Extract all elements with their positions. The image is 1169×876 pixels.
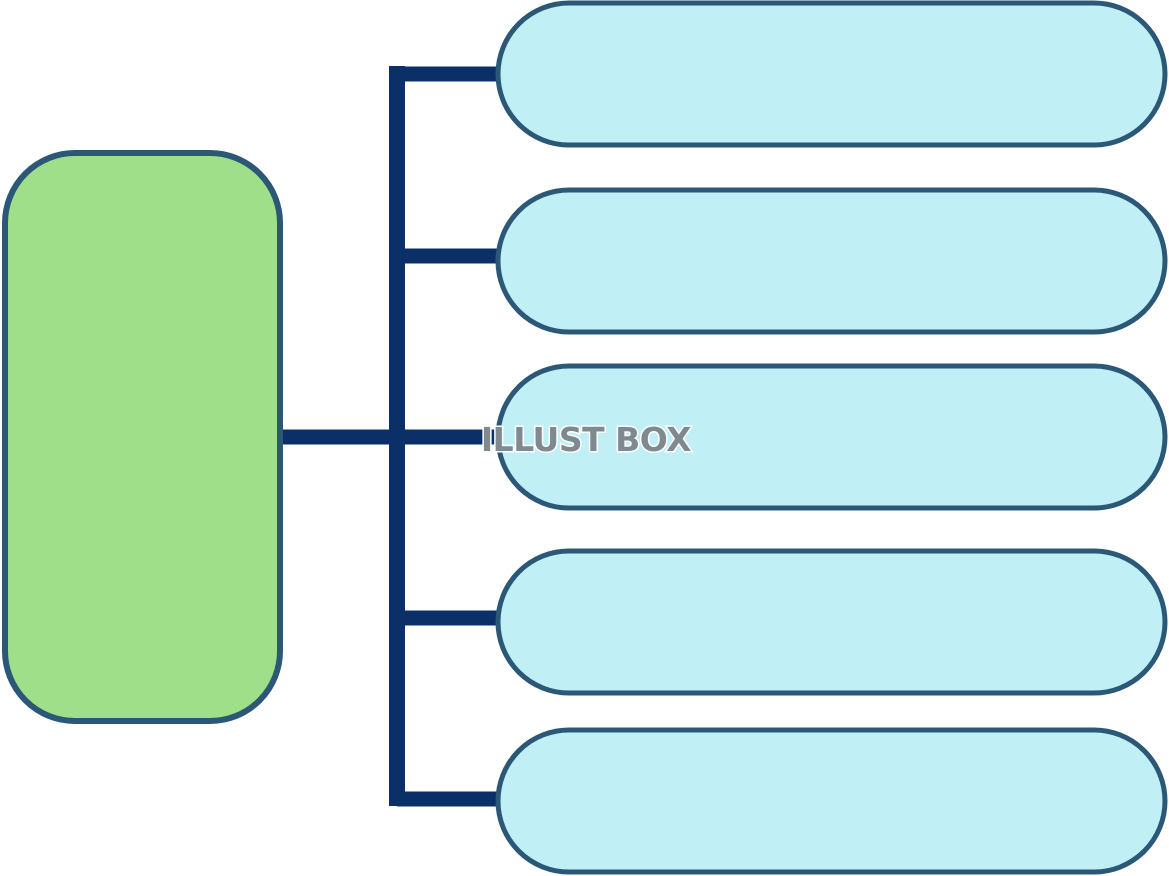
root-node-box [2, 150, 283, 724]
branch-node-box [495, 548, 1168, 696]
branch-node-box [495, 0, 1168, 148]
branch-nodes [495, 0, 1168, 875]
branch-node-4 [495, 548, 1168, 696]
watermark: ILLUST BOX [481, 420, 691, 459]
branch-node-3 [495, 363, 1168, 511]
branch-node-2 [495, 187, 1168, 335]
branch-node-box [495, 363, 1168, 511]
branch-node-box [495, 727, 1168, 875]
branch-node-1 [495, 0, 1168, 148]
connectors [283, 66, 500, 807]
root-node [2, 150, 283, 724]
branch-node-5 [495, 727, 1168, 875]
branch-node-box [495, 187, 1168, 335]
